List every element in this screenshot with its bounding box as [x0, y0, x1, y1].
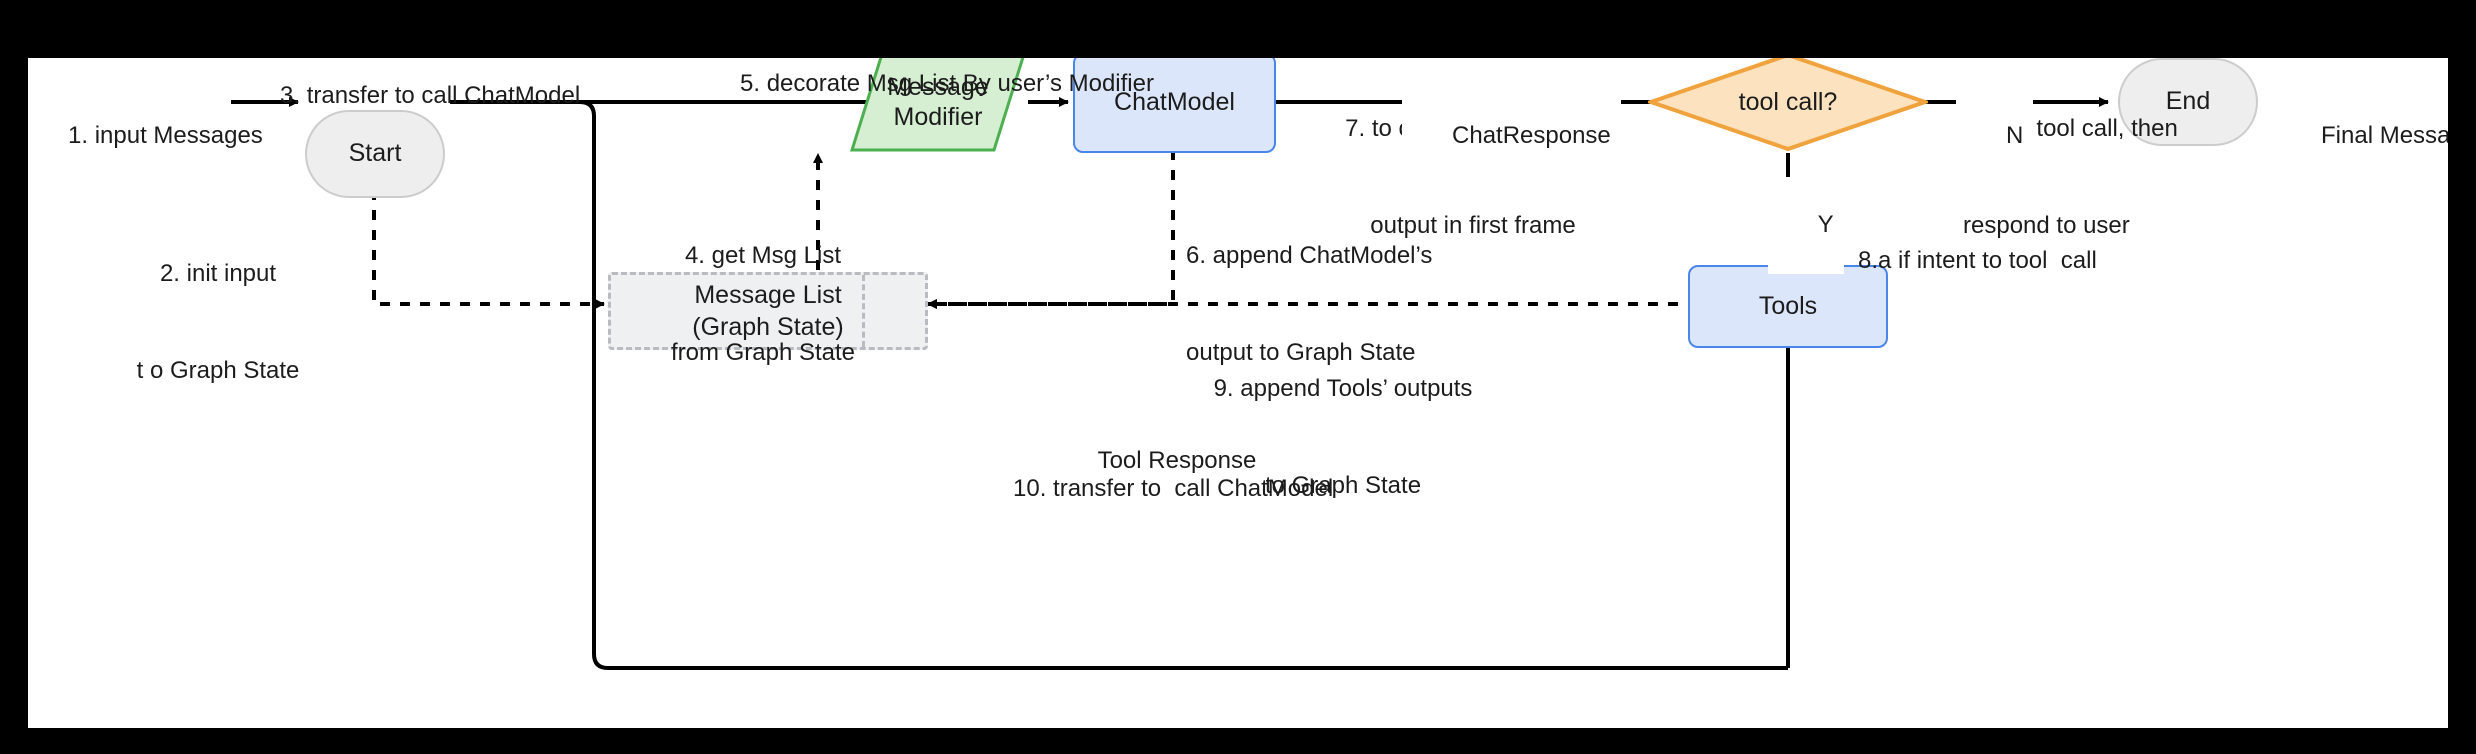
message-list-line2: (Graph State) — [692, 313, 844, 341]
node-message-list-label: Message List (Graph State) — [611, 275, 981, 347]
node-chat-model-label: ChatModel — [1114, 88, 1235, 117]
message-modifier-shape — [849, 58, 1025, 152]
edge-label-branch-yes: Y — [1768, 177, 1844, 275]
step2-line2: t o Graph State — [136, 356, 300, 384]
node-tools-label: Tools — [1758, 291, 1818, 320]
edge-start-to-msglist-dashed — [372, 150, 605, 309]
edge-label-step2: 2. init input t o Graph State — [108, 193, 328, 452]
message-list-line1: Message List — [694, 280, 842, 309]
edge-label-step5: 5. decorate Msg List By user’s Modifier — [740, 70, 1154, 98]
step4-line1: 4. get Msg List — [684, 241, 842, 269]
edge-label-step9: 9. append Tools’ outputs to Graph State — [1193, 308, 1493, 567]
node-tools[interactable]: Tools — [1688, 265, 1888, 348]
edge-tool-response-loop — [538, 100, 1118, 670]
edge-label-branch-no: N — [1956, 88, 2034, 186]
edge-label-chat-response: ChatResponse — [1402, 88, 1621, 186]
step9-line1: 9. append Tools’ outputs — [1213, 374, 1473, 402]
step4-line2: from Graph State — [670, 338, 856, 366]
node-start[interactable]: Start — [305, 110, 445, 198]
node-tool-call-decision[interactable]: tool call? — [1648, 58, 1928, 152]
message-list-divider — [862, 275, 865, 347]
step2-line1: 2. init input — [159, 259, 277, 287]
edge-label-step10: 10. transfer to call ChatModel — [1013, 475, 1334, 503]
step6-line1: 6. append ChatModel’s — [1186, 241, 1433, 269]
edge-label-final-message: Final Message — [2321, 122, 2448, 150]
node-end[interactable]: End — [2118, 58, 2258, 146]
tool-call-diamond-shape — [1648, 58, 1928, 152]
edge-label-step1: 1. input Messages — [68, 122, 263, 150]
step8b-line2: respond to user — [1963, 211, 2130, 239]
step9-line2: to Graph State — [1264, 471, 1422, 499]
edge-label-tool-response: Tool Response — [1048, 413, 1267, 511]
node-message-list-graph-state[interactable]: Message List (Graph State) — [608, 272, 928, 350]
edge-label-step6: 6. append ChatModel’s output to Graph St… — [1186, 175, 1466, 434]
node-start-label: Start — [348, 139, 402, 168]
edge-label-step8a: 8.a if intent to tool call — [1858, 247, 2097, 275]
diagram-canvas: Start Message Modifier ChatModel tool ca… — [28, 58, 2448, 728]
edge-label-step4: 4. get Msg List from Graph State — [653, 175, 873, 434]
node-chat-model[interactable]: ChatModel — [1073, 58, 1276, 153]
step7-line2: output in first frame — [1370, 211, 1576, 239]
node-end-label: End — [2165, 87, 2211, 116]
edge-label-step3: 3. transfer to call ChatModel — [280, 82, 581, 110]
step6-line2: output to Graph State — [1186, 338, 1416, 366]
